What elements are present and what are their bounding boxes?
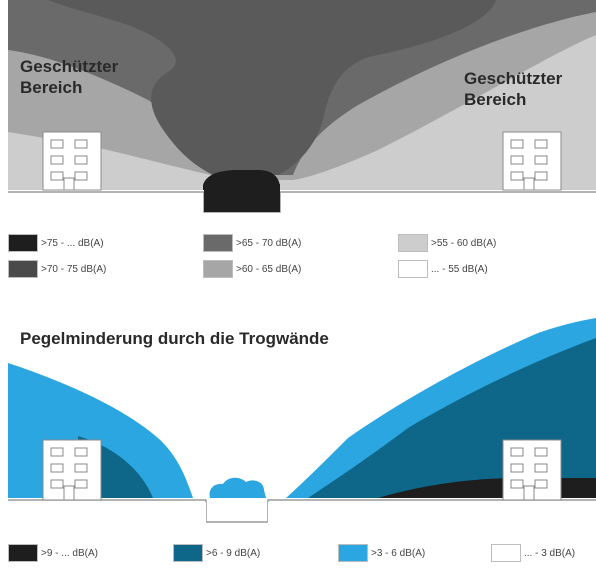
legend-bottom-swatch-2	[338, 544, 368, 562]
legend-top-label-5: ... - 55 dB(A)	[431, 263, 488, 275]
legend-top-item-5: ... - 55 dB(A)	[398, 260, 488, 278]
legend-bottom-label-3: ... - 3 dB(A)	[524, 547, 576, 559]
legend-top-swatch-4	[203, 260, 233, 278]
legend-bottom-item-2: >3 - 6 dB(A)	[338, 544, 425, 562]
zone-70-75	[48, 0, 496, 175]
legend-top-label-1: >65 - 70 dB(A)	[236, 237, 302, 249]
label-protected-area-left: Geschützter Bereich	[20, 57, 119, 97]
label-protected-area-right: Geschützter Bereich	[464, 69, 563, 109]
legend-top-label-3: >70 - 75 dB(A)	[41, 263, 107, 275]
legend-top-swatch-5	[398, 260, 428, 278]
trough-cloud	[209, 477, 266, 498]
legend-top-item-1: >65 - 70 dB(A)	[203, 234, 301, 252]
legend-bottom-label-0: >9 - ... dB(A)	[41, 547, 98, 559]
ground-strip-right	[268, 502, 596, 528]
legend-noise-levels: >75 - ... dB(A) >65 - 70 dB(A) >55 - 60 dB…	[8, 234, 596, 294]
legend-bottom-label-1: >6 - 9 dB(A)	[206, 547, 261, 559]
legend-bottom-item-0: >9 - ... dB(A)	[8, 544, 98, 562]
level-reduction-map	[8, 318, 596, 528]
ground-strip	[8, 502, 206, 528]
legend-bottom-item-1: >6 - 9 dB(A)	[173, 544, 260, 562]
building-right	[502, 439, 562, 501]
noise-level-map	[8, 0, 596, 218]
legend-top-item-3: >70 - 75 dB(A)	[8, 260, 106, 278]
legend-bottom-label-2: >3 - 6 dB(A)	[371, 547, 426, 559]
legend-top-swatch-2	[398, 234, 428, 252]
building-left	[42, 131, 102, 191]
trough-walls	[8, 499, 596, 523]
legend-top-label-2: >55 - 60 dB(A)	[431, 237, 497, 249]
legend-top-item-4: >60 - 65 dB(A)	[203, 260, 301, 278]
noise-level-diagram: Geschützter Bereich Geschützter Bereich	[8, 0, 596, 218]
legend-top-label-0: >75 - ... dB(A)	[41, 237, 104, 249]
legend-top-swatch-1	[203, 234, 233, 252]
legend-top-swatch-0	[8, 234, 38, 252]
bottom-panel-title: Pegelminderung durch die Trogwände	[20, 329, 329, 348]
legend-bottom-swatch-0	[8, 544, 38, 562]
legend-bottom-item-3: ... - 3 dB(A)	[491, 544, 575, 562]
legend-bottom-swatch-3	[491, 544, 521, 562]
legend-top-item-0: >75 - ... dB(A)	[8, 234, 104, 252]
legend-top-swatch-3	[8, 260, 38, 278]
ground-strip	[8, 190, 596, 218]
legend-top-item-2: >55 - 60 dB(A)	[398, 234, 496, 252]
trough-fill	[204, 184, 280, 212]
building-right	[502, 131, 562, 191]
legend-top-label-4: >60 - 65 dB(A)	[236, 263, 302, 275]
legend-bottom-swatch-1	[173, 544, 203, 562]
level-reduction-diagram: Pegelminderung durch die Trogwände	[8, 318, 596, 528]
legend-level-reduction: >9 - ... dB(A) >6 - 9 dB(A) >3 - 6 dB(A)..…	[8, 544, 596, 568]
building-left	[42, 439, 102, 501]
